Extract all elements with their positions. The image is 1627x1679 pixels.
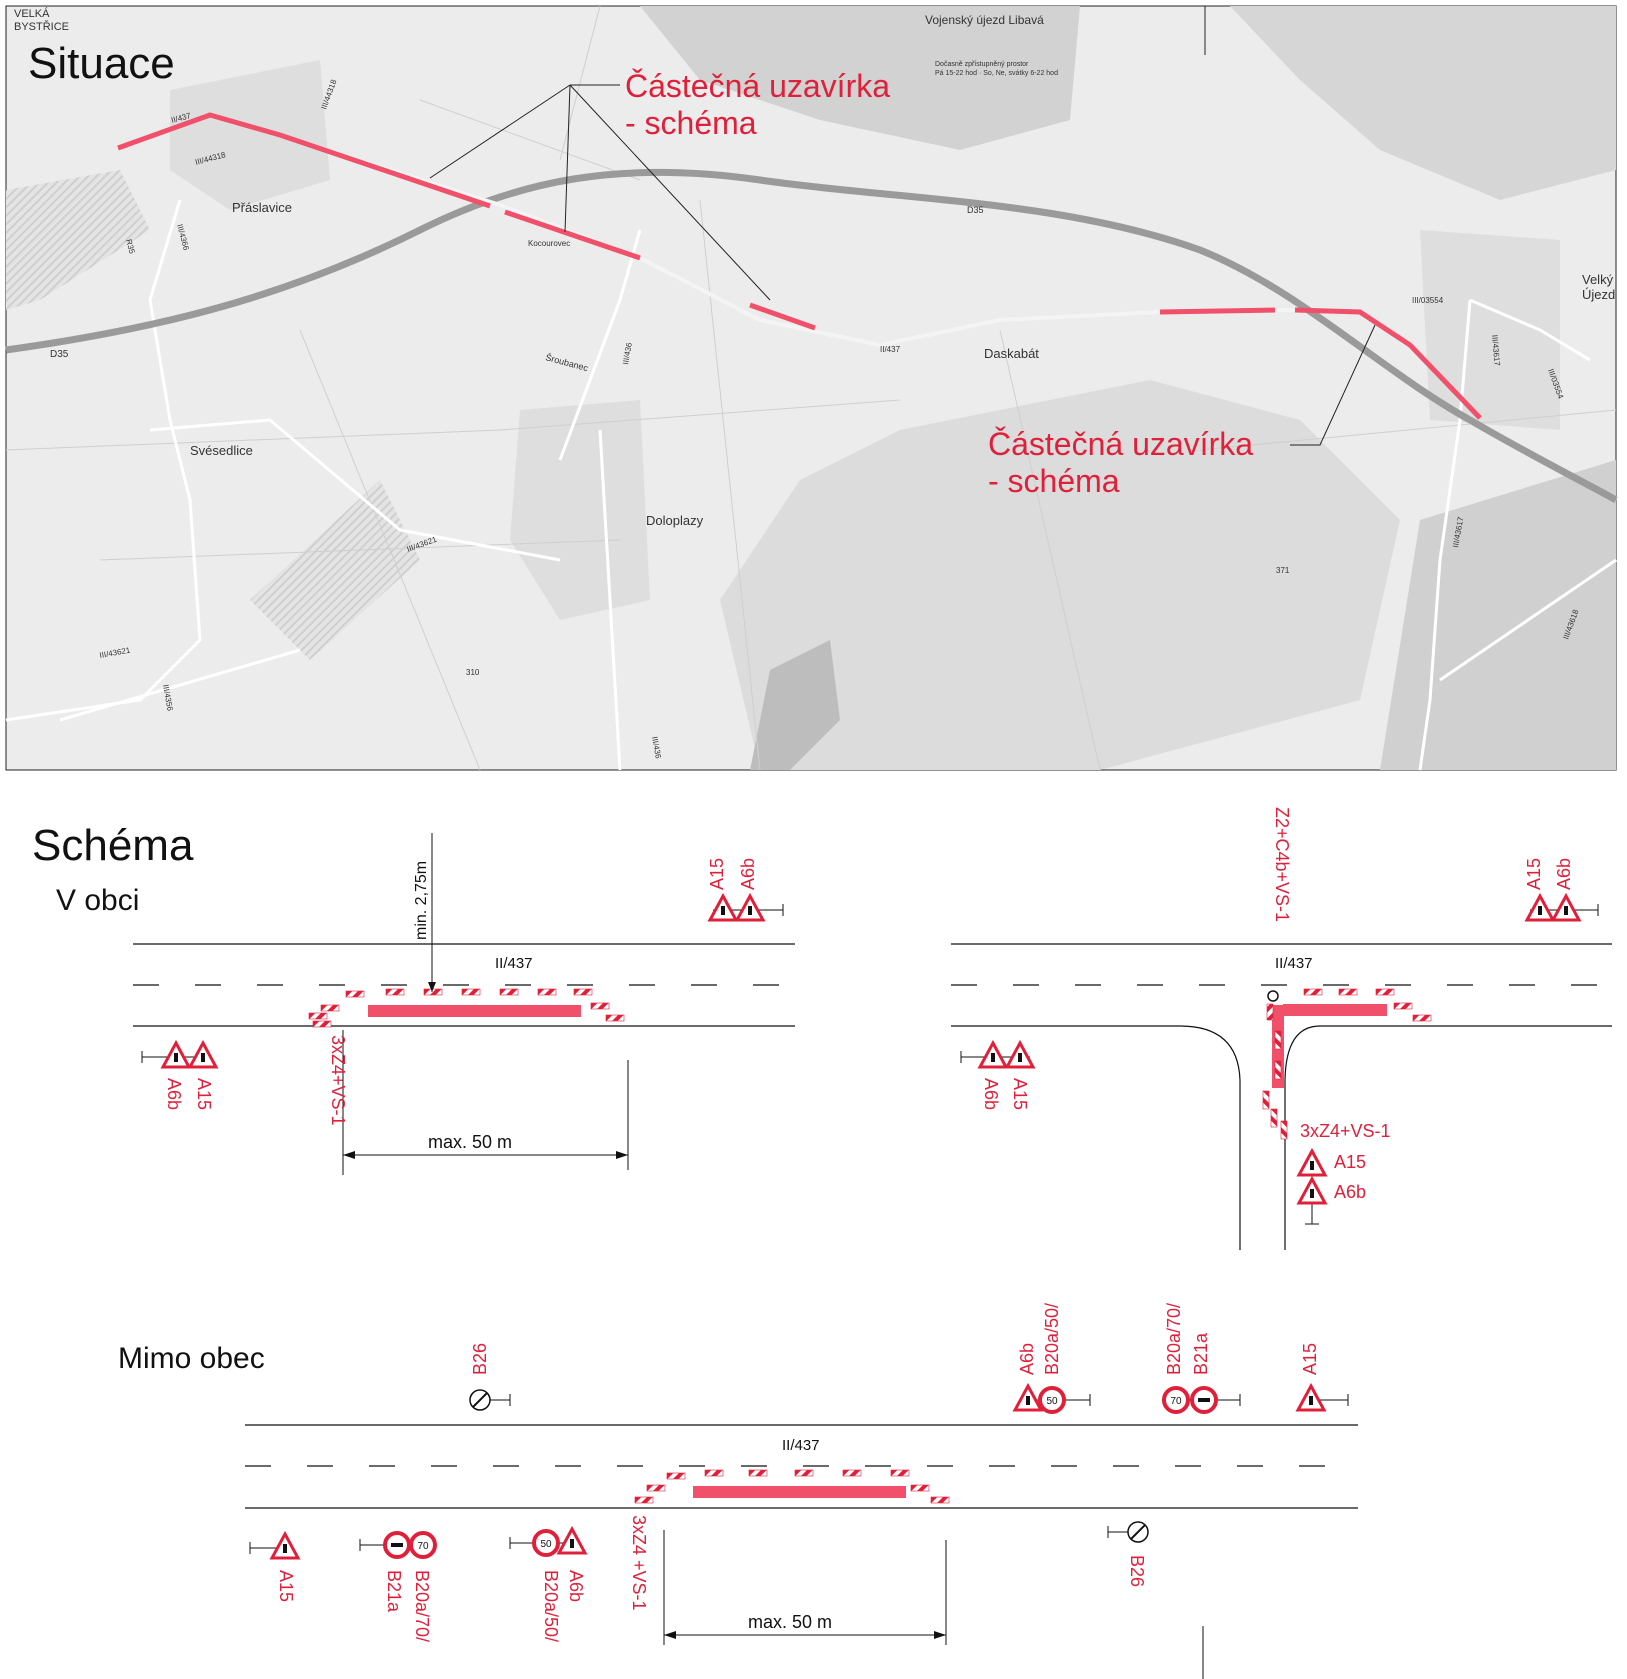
- junction-a6b-label: A6b: [981, 1078, 1001, 1110]
- mimo-b21a-bottom-label: B21a: [384, 1570, 404, 1613]
- place-praslavice: Přáslavice: [232, 200, 292, 215]
- place-velky-ujezd-1: Velký: [1582, 272, 1614, 287]
- map-title: Situace: [28, 39, 175, 88]
- road-label-ii437-right: II/437: [1275, 955, 1313, 972]
- callout-bottom-line1: Částečná uzavírka: [988, 426, 1253, 462]
- b26-bottom-label: B26: [1127, 1555, 1147, 1587]
- corner-label-1: VELKÁ: [14, 7, 50, 20]
- sign-a15-label: A15: [707, 858, 727, 890]
- place-velky-ujezd-2: Újezd: [1582, 287, 1615, 302]
- closure-work-area: [368, 1005, 581, 1017]
- road-iii436-a: III/436: [621, 341, 634, 365]
- spot-height-310: 310: [466, 668, 480, 677]
- max-length-label: max. 50 m: [428, 1132, 512, 1152]
- place-kocourovec: Kocourovec: [528, 239, 570, 248]
- military-area-label: Vojenský újezd Libavá: [925, 13, 1044, 27]
- side-a6b-label: A6b: [1334, 1182, 1366, 1202]
- mimo-obec-scheme: II/437 max. 50 m 3xZ4 +VS-1 B26 50 A6b B…: [245, 1303, 1358, 1679]
- closure-segments: [117, 112, 1482, 420]
- road-iii03554-a: III/03554: [1412, 296, 1444, 305]
- corner-label-2: BYSTŘICE: [14, 20, 69, 33]
- road-d35-east: D35: [967, 205, 984, 215]
- mimo-a6b-top-label: A6b: [1017, 1343, 1037, 1375]
- right-upper-a15-label: A15: [1524, 858, 1544, 890]
- road-iii436-b: III/436: [650, 736, 663, 760]
- callout-top-line1: Částečná uzavírka: [625, 68, 890, 104]
- v-obci-straight-scheme: II/437 min. 2,75m max. 50 m 3xZ4+VS-1 A1…: [133, 833, 795, 1175]
- mimo-b20a50-bottom-label: B20a/50/: [541, 1570, 561, 1642]
- z4-label: 3xZ4+VS-1: [328, 1035, 348, 1126]
- road-ii437-east: II/437: [880, 345, 901, 354]
- closure-work-area-right: [1283, 1004, 1387, 1016]
- sign-a6b-label: A6b: [738, 858, 758, 890]
- sign-50-top-value: 50: [1046, 1396, 1058, 1407]
- road-iii43617: III/43617: [1490, 334, 1502, 366]
- military-area: [640, 6, 1080, 150]
- schema-title: Schéma: [32, 821, 194, 870]
- road-label-ii437: II/437: [495, 955, 533, 972]
- sign-a15-left-icon: [188, 1041, 218, 1069]
- b26-top-label: B26: [470, 1343, 490, 1375]
- z2-label: Z2+C4b+VS-1: [1272, 807, 1292, 922]
- mimo-max-length-label: max. 50 m: [748, 1612, 832, 1632]
- right-upper-a6b-label: A6b: [1554, 858, 1574, 890]
- mimo-a15-bottom-label: A15: [276, 1570, 296, 1602]
- closure-work-area-mimo: [693, 1486, 906, 1498]
- side-a15-label: A15: [1334, 1152, 1366, 1172]
- sign-a15-left-label: A15: [194, 1078, 214, 1110]
- mimo-a15-top-label: A15: [1300, 1343, 1320, 1375]
- reservoir: [750, 640, 840, 770]
- sign-a6b-left-icon: [161, 1041, 191, 1069]
- junction-a15-label: A15: [1010, 1078, 1030, 1110]
- spot-height-371: 371: [1276, 566, 1290, 575]
- mimo-b21a-top-label: B21a: [1191, 1332, 1211, 1375]
- military-area-note: Dočasně zpřístupněný prostor: [935, 61, 1029, 68]
- d35-highway: [5, 168, 1618, 504]
- place-daskabat: Daskabát: [984, 346, 1039, 361]
- sign-a6b-left-label: A6b: [164, 1078, 184, 1110]
- mimo-z4-label: 3xZ4 +VS-1: [629, 1515, 649, 1611]
- min-width-label: min. 2,75m: [413, 861, 430, 940]
- mimo-b20a70-top-label: B20a/70/: [1164, 1303, 1184, 1375]
- v-obci-heading: V obci: [56, 884, 139, 917]
- right-z4-label: 3xZ4+VS-1: [1300, 1121, 1391, 1141]
- mimo-b20a70-bottom-label: B20a/70/: [412, 1570, 432, 1642]
- place-svesedlice: Svésedlice: [190, 443, 253, 458]
- forest-area: [720, 380, 1400, 770]
- military-area-note-2: Pá 15-22 hod · So, Ne, svátky 6-22 hod: [935, 70, 1058, 77]
- callout-bottom-line2: - schéma: [988, 463, 1120, 499]
- place-doloplazy: Doloplazy: [646, 513, 704, 528]
- road-r35: R35: [124, 238, 137, 255]
- sign-70-top-value: 70: [1170, 1396, 1182, 1407]
- mimo-obec-heading: Mimo obec: [118, 1342, 265, 1375]
- mimo-b20a50-top-label: B20a/50/: [1042, 1303, 1062, 1375]
- sign-a6b-icon: [735, 894, 765, 922]
- callout-top-line2: - schéma: [625, 105, 757, 141]
- road-label-ii437-mimo: II/437: [782, 1437, 820, 1454]
- situation-map: VELKÁ BYSTŘICE Situace Vojenský újezd Li…: [5, 5, 1618, 771]
- v-obci-junction-scheme: II/437 Z2+C4b+VS-1 3xZ4+VS-1 A15 A6b A6b…: [951, 807, 1612, 1250]
- sign-50-bottom-value: 50: [540, 1539, 552, 1550]
- road-d35-west: D35: [50, 349, 69, 360]
- mimo-a6b-bottom-label: A6b: [566, 1570, 586, 1602]
- sign-70-bottom-value: 70: [417, 1541, 429, 1552]
- sign-a15-icon: [708, 894, 738, 922]
